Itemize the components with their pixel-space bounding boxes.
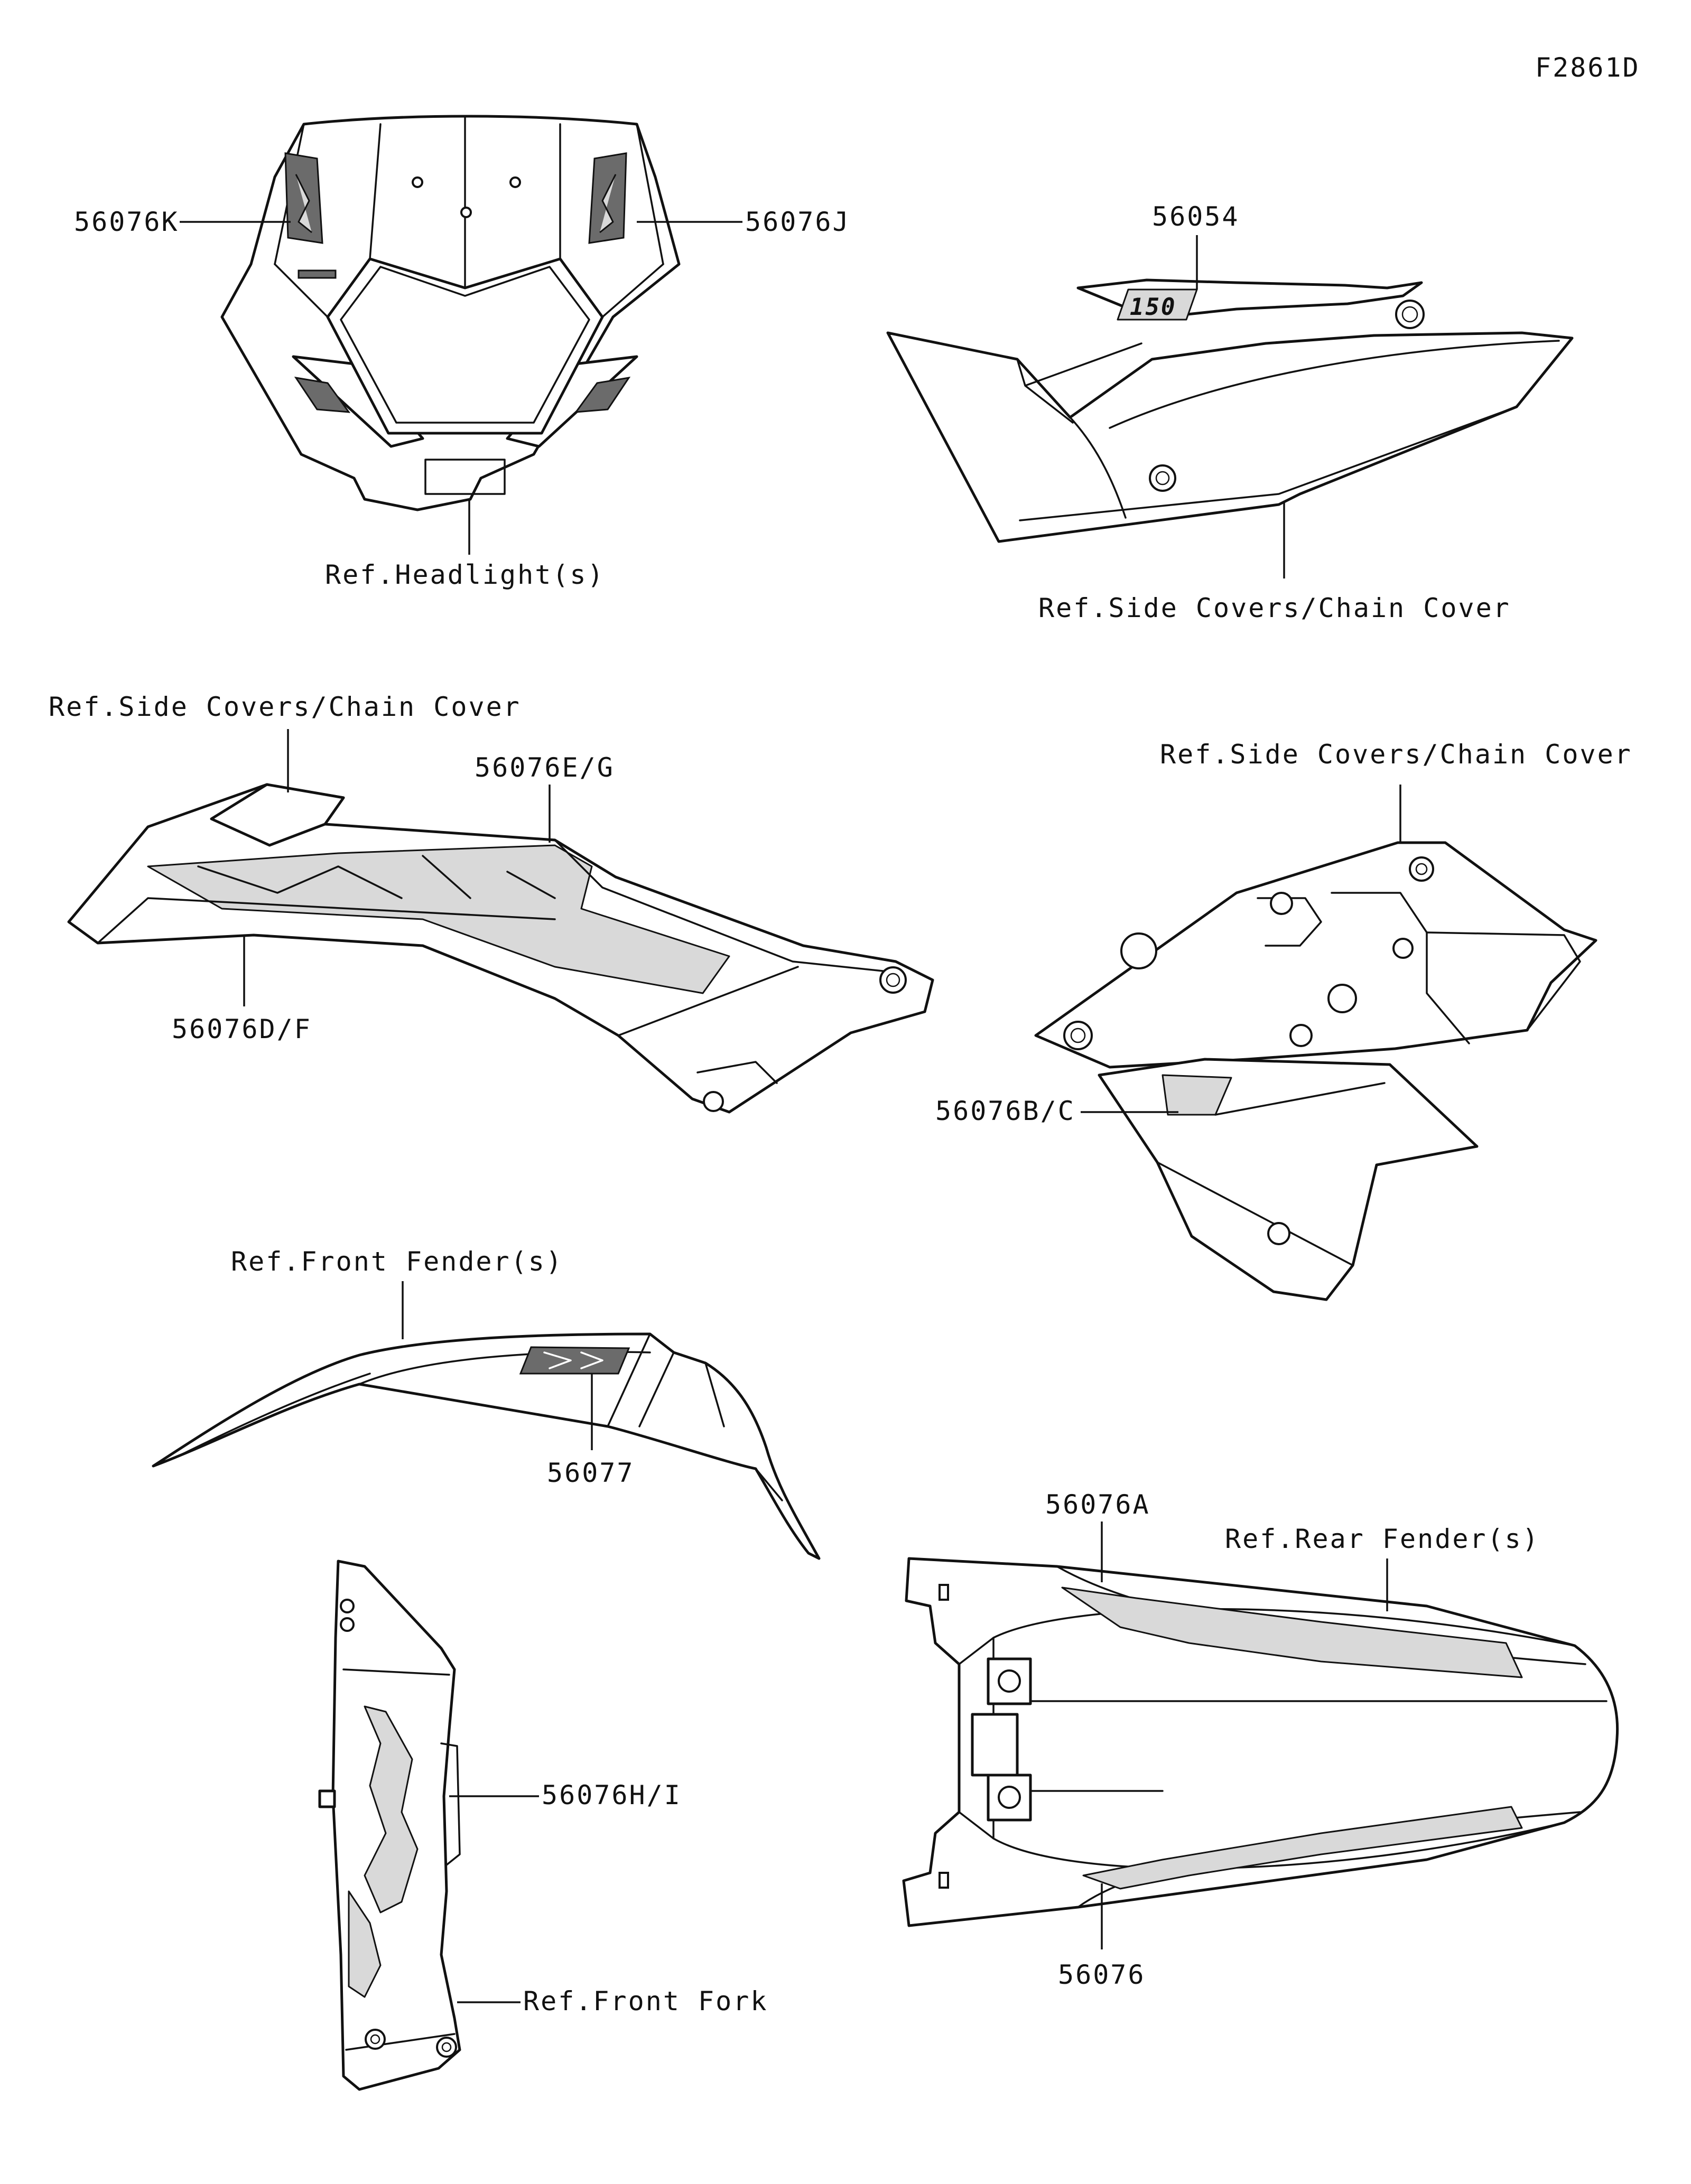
- ref-headlight: Ref.Headlight(s): [325, 559, 605, 590]
- figure-code: F2861D: [1535, 52, 1640, 83]
- ref-side-cover-1: Ref.Side Covers/Chain Cover: [1038, 593, 1511, 623]
- label-56076J: 56076J: [745, 207, 850, 237]
- badge-150: 150: [1130, 294, 1176, 321]
- label-56076A: 56076A: [1045, 1489, 1150, 1520]
- front-fender: [152, 1332, 821, 1560]
- ref-side-cover-2: Ref.Side Covers/Chain Cover: [49, 692, 521, 722]
- label-56076HI: 56076H/I: [542, 1780, 682, 1810]
- ref-rear-fender: Ref.Rear Fender(s): [1225, 1524, 1540, 1554]
- label-56076DF: 56076D/F: [172, 1014, 312, 1044]
- rear-fender: [902, 1557, 1619, 1927]
- label-56076K: 56076K: [74, 207, 179, 237]
- label-56076: 56076: [1058, 1959, 1146, 1990]
- ref-side-cover-3: Ref.Side Covers/Chain Cover: [1160, 739, 1632, 770]
- ref-front-fender: Ref.Front Fender(s): [231, 1246, 563, 1277]
- headlight-cowl: [220, 115, 681, 511]
- label-56077: 56077: [547, 1458, 635, 1488]
- side-cover-middle-right: [1034, 841, 1597, 1301]
- label-56076BC: 56076B/C: [935, 1096, 1075, 1126]
- fork-guard: [318, 1560, 461, 2091]
- ref-front-fork: Ref.Front Fork: [523, 1986, 768, 2017]
- label-56076EG: 56076E/G: [475, 752, 615, 783]
- side-cover-top-right: 150: [886, 278, 1574, 543]
- side-cover-middle-left: [67, 783, 934, 1114]
- label-56054: 56054: [1152, 201, 1240, 232]
